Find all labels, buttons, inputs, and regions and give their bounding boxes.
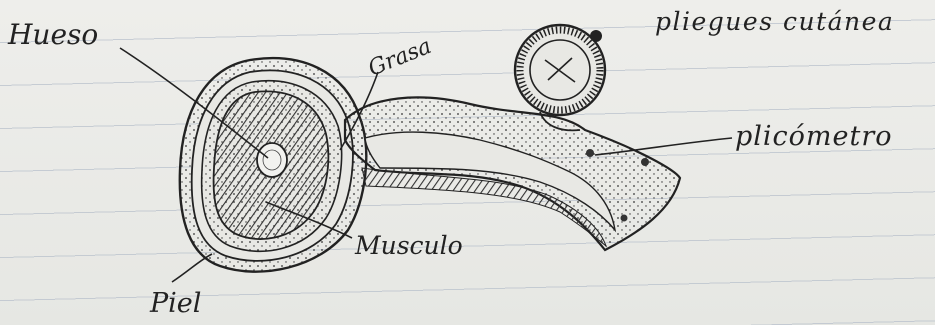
caliper-pad-1 <box>586 149 594 157</box>
label-piel: Piel <box>149 288 201 319</box>
label-plicometro: plicómetro <box>735 121 893 152</box>
label-musculo: Musculo <box>354 231 463 260</box>
label-hueso: Hueso <box>7 18 98 51</box>
label-pliegues: pliegues cutánea <box>655 7 894 36</box>
bone <box>257 143 287 177</box>
caliper-pad-3 <box>621 215 628 222</box>
caliper-dial <box>515 25 605 115</box>
label-grasa: Grasa <box>365 34 435 82</box>
piel-leader <box>172 254 212 282</box>
caliper-pad-2 <box>641 158 649 166</box>
